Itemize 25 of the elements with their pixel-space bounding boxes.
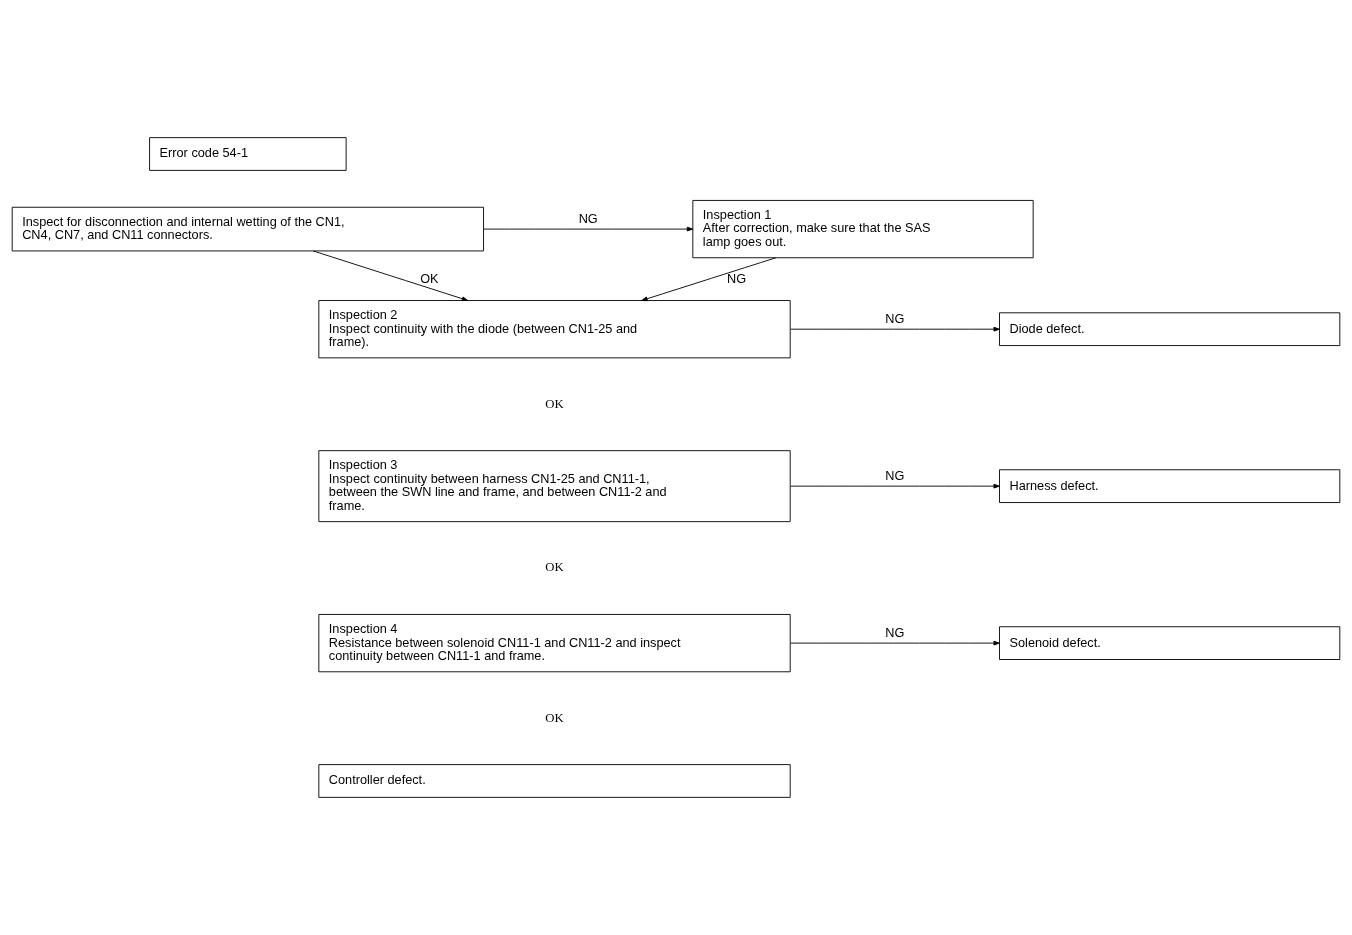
edge-label: OK	[420, 270, 439, 286]
node-box: Diode defect.	[999, 312, 1341, 347]
label: OK	[545, 560, 564, 575]
arrow	[641, 257, 777, 302]
arrow	[483, 226, 694, 232]
arrow	[790, 640, 1000, 646]
edge-label: NG	[885, 467, 905, 483]
edge-label: NG	[578, 210, 598, 226]
arrow	[790, 326, 1000, 332]
label: OK	[545, 710, 564, 725]
node-box: Harness defect.	[999, 469, 1341, 503]
arrow	[790, 483, 1000, 489]
edge-label: NG	[726, 270, 747, 286]
edge-label: NG	[885, 311, 905, 326]
node-box: Inspect for disconnection and internal wetting of the CN1, CN4, CN7, and CN11 connectors.	[11, 206, 484, 252]
node-box: Inspection 2 Inspect continuity with the diode (between CN1-25 and frame).	[318, 300, 791, 359]
node-box: Inspection 1 After correction, make sure that the SAS lamp goes out.	[692, 199, 1034, 259]
label: OK	[545, 396, 564, 411]
node-box: Inspection 3 Inspect continuity between harness CN1-25 and CN11-1, between the SWN line and frame, and between CN11-2 and frame.	[318, 450, 791, 523]
node-box: Solenoid defect.	[999, 626, 1341, 660]
node-box: Controller defect.	[318, 764, 791, 798]
node-box: Error code 54-1	[149, 137, 347, 171]
arrow	[312, 250, 469, 302]
edge-label: NG	[885, 624, 905, 640]
node-box: Inspection 4 Resistance between solenoid CN11-1 and CN11-2 and inspect continuity between CN11-1 and frame.	[318, 614, 791, 673]
